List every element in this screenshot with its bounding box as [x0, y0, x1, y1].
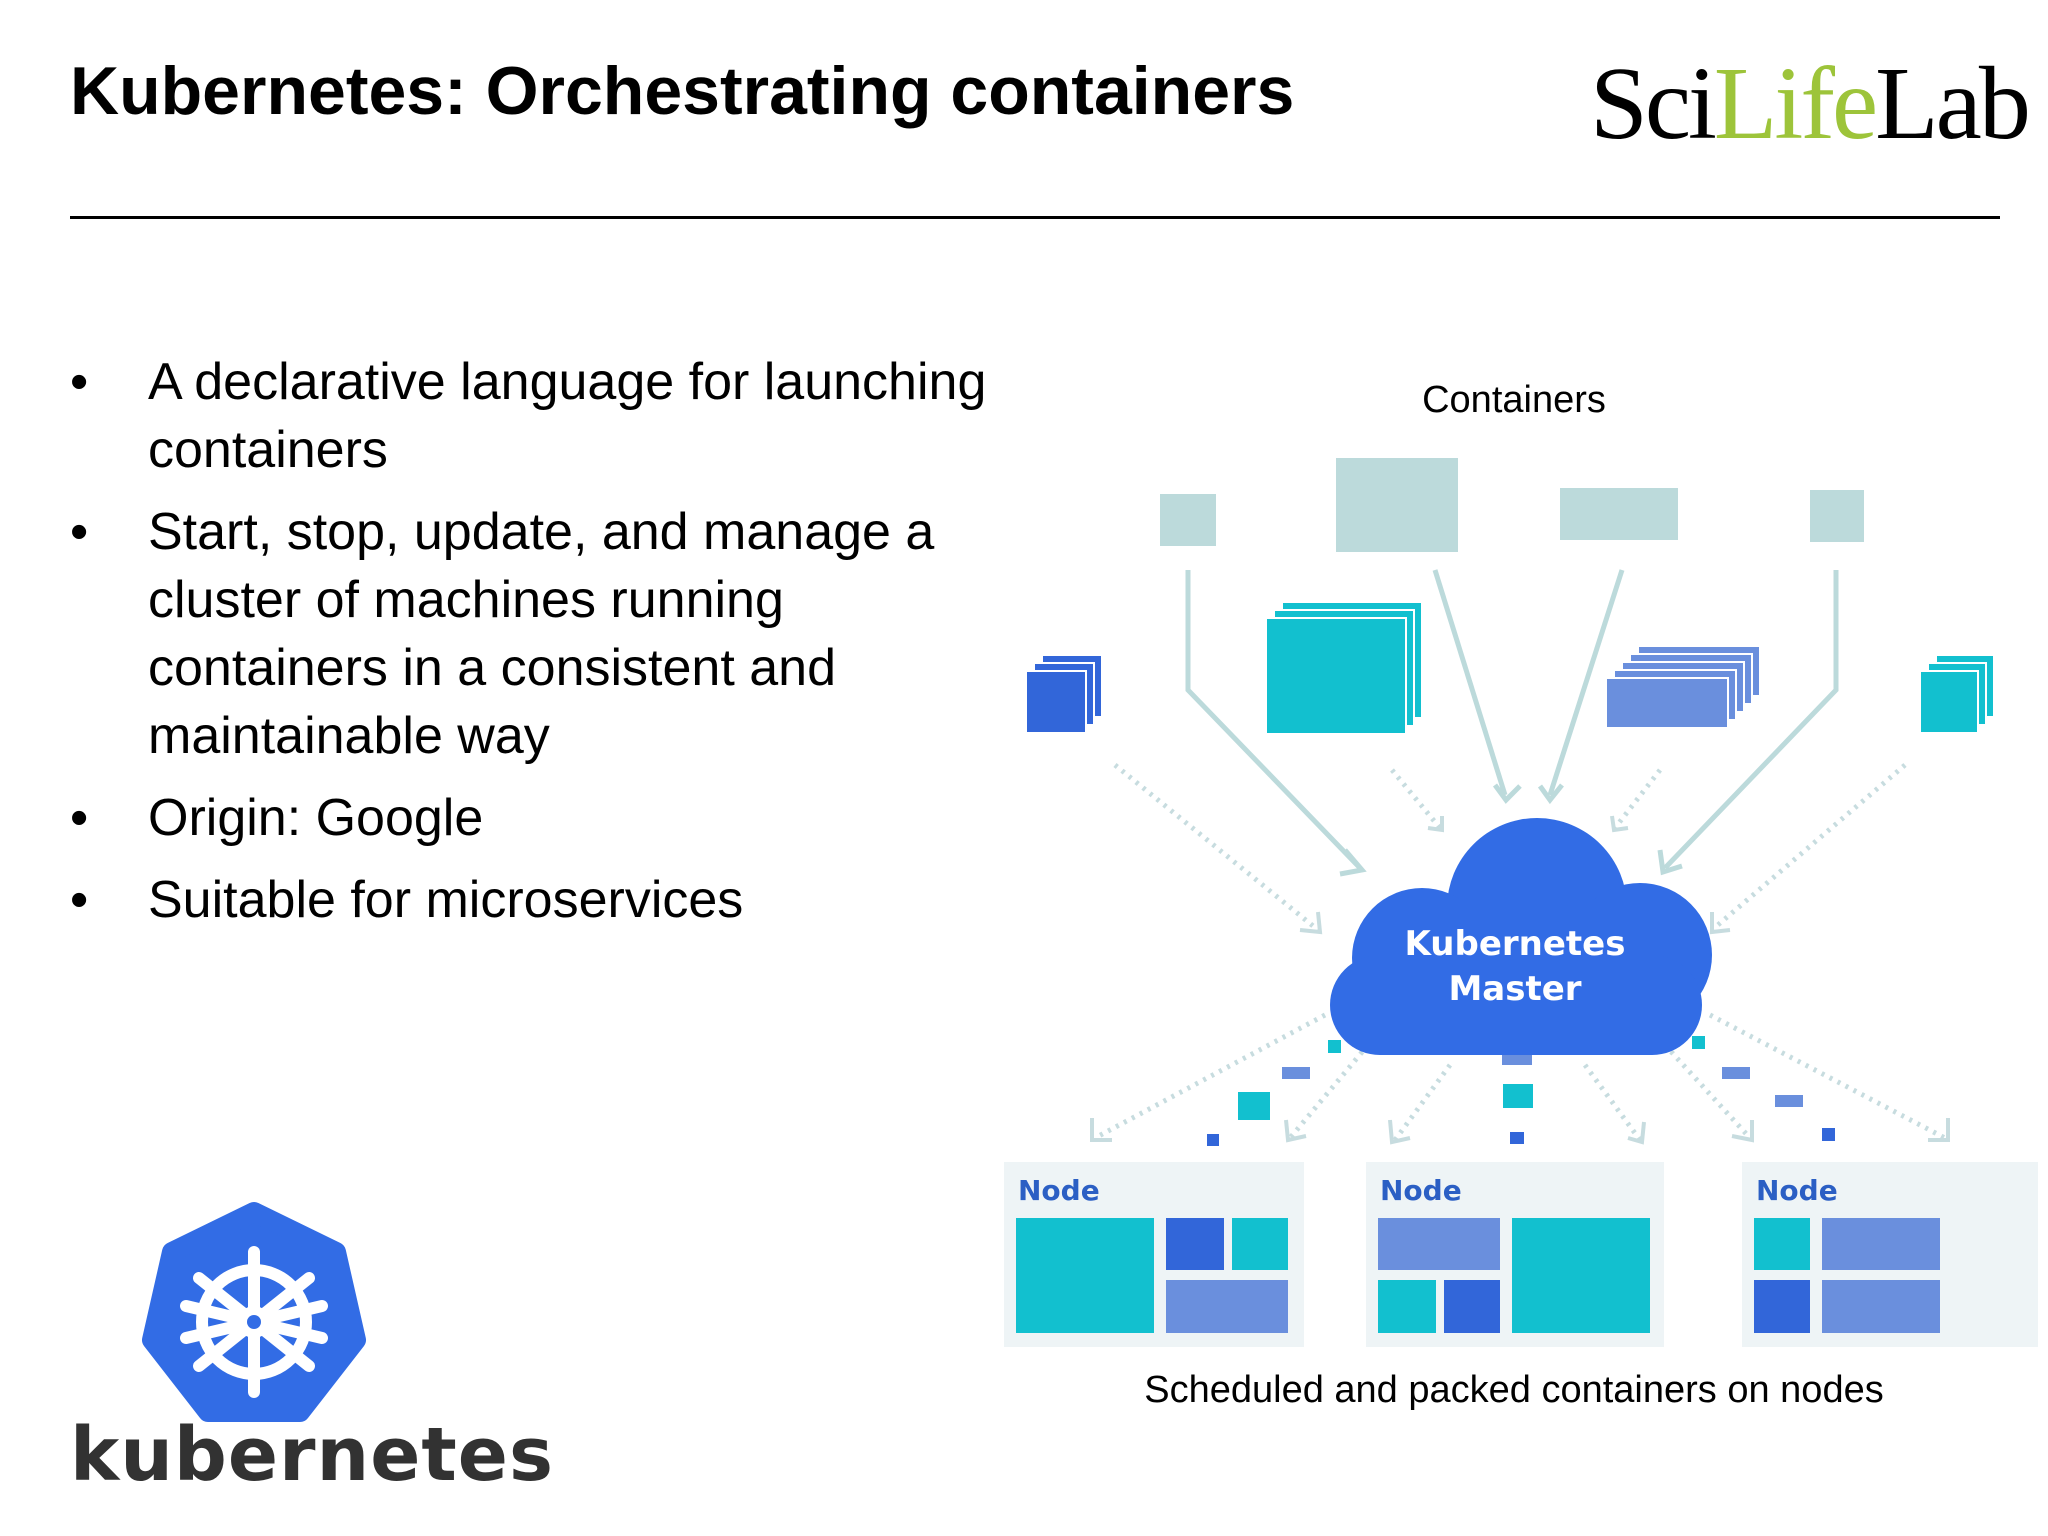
containers-label: Containers — [1422, 379, 1606, 421]
bullet-marker: • — [70, 503, 89, 561]
bullet-item: • Origin: Google — [70, 784, 1010, 852]
dotted-arrows-in — [1113, 763, 1907, 932]
nodes-caption: Scheduled and packed containers on nodes — [1144, 1369, 1883, 1411]
container-stack-teal-small — [1919, 654, 1995, 734]
kubernetes-master-cloud: Kubernetes Master — [1330, 818, 1712, 1055]
logo-life-text: Life — [1713, 46, 1878, 161]
logo-sci-text: Sci — [1590, 46, 1717, 161]
bullet-item: • Suitable for microservices — [70, 866, 1010, 934]
node-label: Node — [1756, 1174, 1838, 1207]
bullet-marker: • — [70, 789, 89, 847]
container-box — [1160, 494, 1216, 546]
scheduling-containers — [1207, 1036, 1835, 1146]
dotted-arrows-out — [1093, 1012, 1947, 1142]
title-divider — [70, 216, 2000, 219]
container-stack-teal-large — [1265, 601, 1423, 735]
container-stack-blue-small — [1025, 654, 1103, 734]
container-box — [1560, 488, 1678, 540]
master-label-line1: Kubernetes — [1405, 924, 1626, 964]
container-stack-midblue — [1605, 645, 1761, 729]
connector-lines — [1185, 569, 1839, 870]
bullet-text: Origin: Google — [148, 789, 484, 847]
bullet-text: Suitable for microservices — [148, 871, 744, 929]
master-label-line2: Master — [1448, 969, 1581, 1009]
node-label: Node — [1380, 1174, 1462, 1207]
helm-wheel-icon — [142, 1202, 366, 1422]
node-panel: Node — [1742, 1162, 2038, 1347]
logo-lab-text: Lab — [1875, 46, 2031, 161]
bullet-list: • A declarative language for launching co… — [70, 348, 1010, 948]
bullet-text: Start, stop, update, and manage a cluste… — [148, 503, 935, 765]
container-box — [1336, 458, 1458, 552]
node-panel: Node — [1004, 1162, 1304, 1347]
bullet-marker: • — [70, 871, 89, 929]
slide-title: Kubernetes: Orchestrating containers — [70, 53, 1295, 129]
node-label: Node — [1018, 1174, 1100, 1207]
node-panel: Node — [1366, 1162, 1664, 1347]
bullet-marker: • — [70, 353, 89, 411]
bullet-item: • Start, stop, update, and manage a clust… — [70, 498, 1010, 770]
kubernetes-wordmark: kubernetes — [70, 1412, 555, 1498]
container-box — [1810, 490, 1864, 542]
bullet-item: • A declarative language for launching co… — [70, 348, 1010, 484]
bullet-text: A declarative language for launching con… — [148, 353, 987, 479]
